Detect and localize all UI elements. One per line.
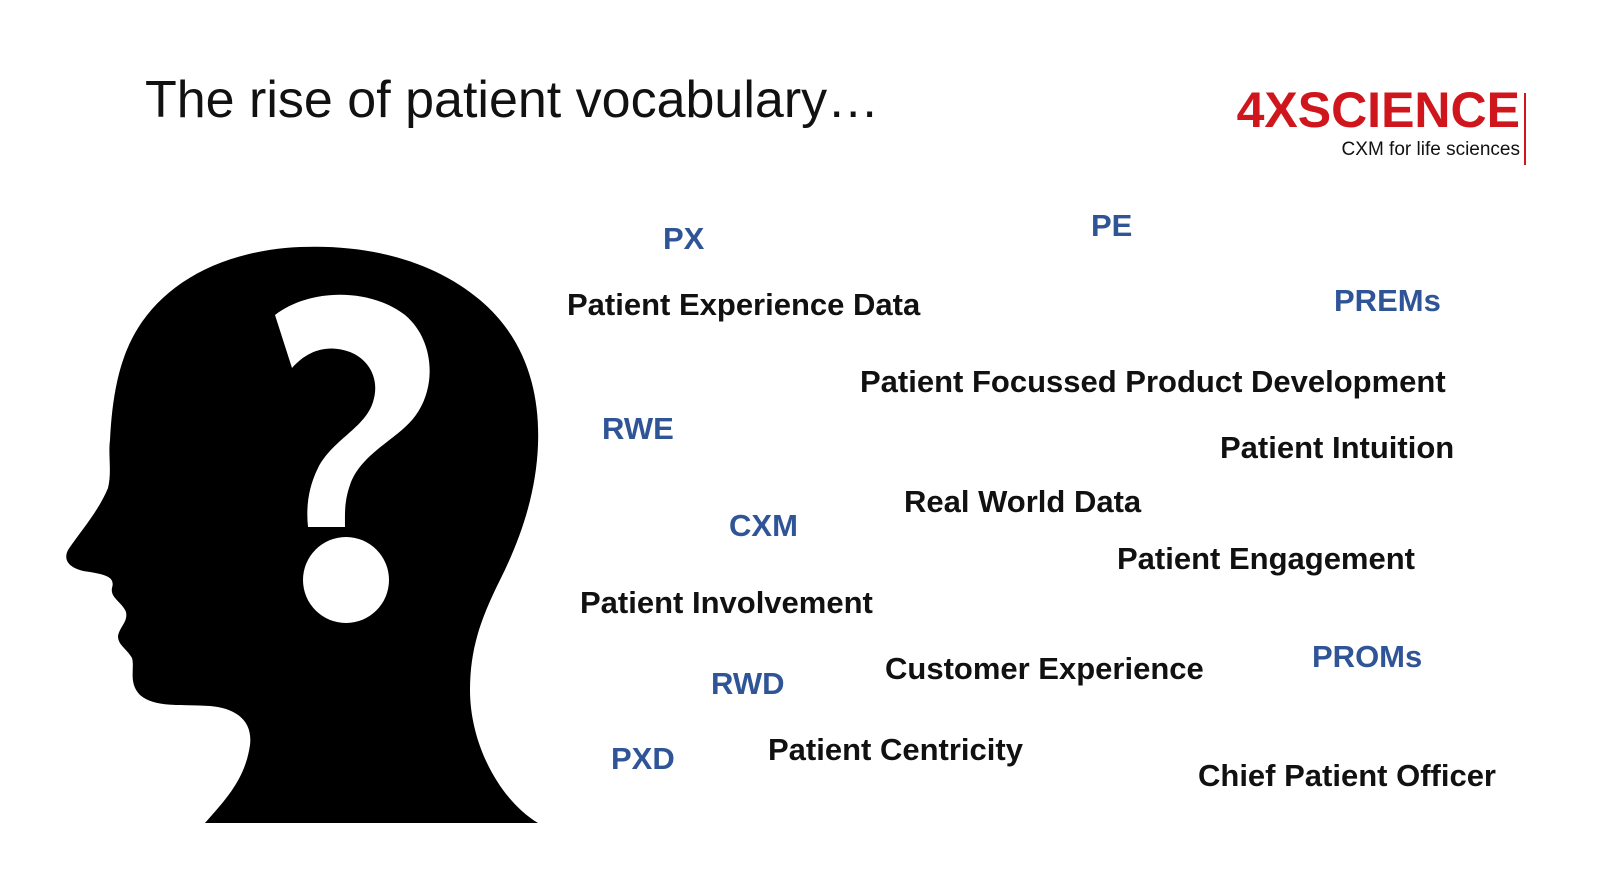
logo-brand-name: 4XSCIENCE (1236, 82, 1520, 138)
term-customer-experience: Customer Experience (885, 651, 1204, 686)
term-patient-engagement: Patient Engagement (1117, 541, 1415, 576)
term-chief-patient-officer: Chief Patient Officer (1198, 758, 1496, 793)
term-patient-focussed-product-development: Patient Focussed Product Development (860, 364, 1446, 399)
term-patient-experience-data: Patient Experience Data (567, 287, 921, 322)
term-rwe: RWE (602, 411, 674, 446)
term-pxd: PXD (611, 741, 675, 776)
term-cxm: CXM (729, 508, 798, 543)
head-silhouette-question-mark-icon (66, 246, 539, 823)
term-real-world-data: Real World Data (904, 484, 1142, 519)
slide-title: The rise of patient vocabulary… (145, 71, 880, 129)
term-pe: PE (1091, 208, 1133, 243)
brand-logo: 4XSCIENCE CXM for life sciences (1210, 85, 1550, 165)
question-mark-glyph (275, 294, 430, 527)
term-px: PX (663, 221, 705, 256)
term-proms: PROMs (1312, 639, 1423, 674)
term-prems: PREMs (1334, 283, 1441, 318)
logo-divider (1524, 93, 1526, 165)
logo-tagline: CXM for life sciences (1341, 139, 1520, 160)
term-patient-involvement: Patient Involvement (580, 585, 873, 620)
term-patient-intuition: Patient Intuition (1220, 430, 1455, 465)
question-mark-dot (303, 537, 389, 623)
term-rwd: RWD (711, 666, 785, 701)
term-patient-centricity: Patient Centricity (768, 732, 1023, 767)
